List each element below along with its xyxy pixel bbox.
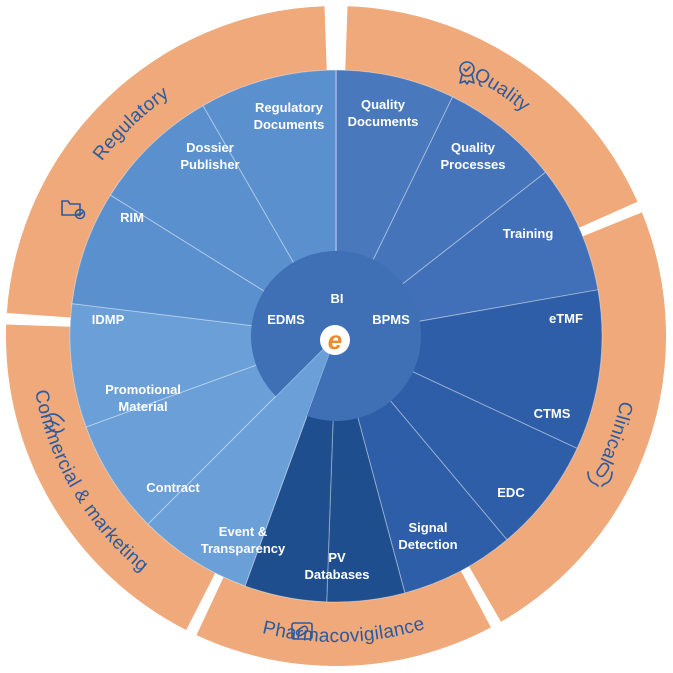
category-band-commercial [5,324,216,631]
segment-label-line: Quality [451,140,496,155]
segment-label-line: eTMF [549,311,583,326]
segment-label-line: IDMP [92,312,125,327]
segment-label-line: Processes [440,157,505,172]
segment-label-line: Material [118,399,167,414]
segment-label-9: Event & Transparency [201,524,286,556]
segment-label-line: Databases [304,567,369,582]
handshake-icon [45,413,65,433]
segment-label-line: Documents [254,117,325,132]
segment-label-10: Contract [146,480,200,495]
segment-label-line: Documents [348,114,419,129]
segment-label-5: CTMS [534,406,571,421]
category-band-pharmacovigilance [196,570,491,666]
segment-label-line: Dossier [186,140,234,155]
segment-label-line: PV [328,550,346,565]
category-band-quality [345,6,638,228]
segment-label-line: Contract [146,480,200,495]
category-band-clinical [469,212,666,622]
segment-label-6: EDC [497,485,525,500]
segment-label-line: Promotional [105,382,181,397]
segment-label-line: Regulatory [255,100,324,115]
logo-letter: e [328,325,342,355]
segment-9 [147,335,337,587]
segment-label-line: CTMS [534,406,571,421]
hub-item-bi: BI [331,291,344,306]
segment-label-12: IDMP [92,312,125,327]
pill-icon [291,622,313,640]
segment-label-4: eTMF [549,311,583,326]
segment-label-line: Event & [219,524,267,539]
segment-label-line: Signal [408,520,447,535]
segment-label-line: Quality [361,97,406,112]
category-ring [5,6,666,666]
segment-label-line: Transparency [201,541,286,556]
hub-item-bpms: BPMS [372,312,410,327]
segment-label-line: Training [503,226,554,241]
company-logo-icon: e [320,325,350,355]
central-hub: BI BPMS EDMS e [251,250,422,421]
category-band-regulatory [6,6,327,318]
hub-item-edms: EDMS [267,312,305,327]
segment-label-line: Detection [398,537,457,552]
award-ribbon-icon [459,61,475,85]
hands-pill-icon [587,462,613,487]
segment-label-8: PV Databases [304,550,369,582]
segment-label-3: Training [503,226,554,241]
segment-label-line: EDC [497,485,525,500]
segment-label-line: Publisher [180,157,239,172]
segment-label-line: RIM [120,210,144,225]
segment-label-13: RIM [120,210,144,225]
folder-check-icon [61,200,86,220]
